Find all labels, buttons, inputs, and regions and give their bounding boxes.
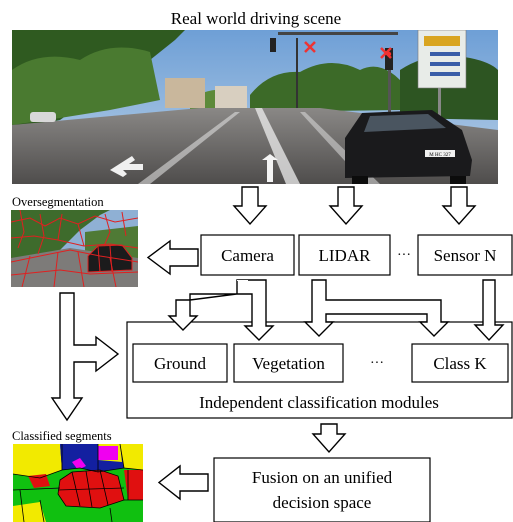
fusion-box: Fusion on an unified decision space [213,457,431,522]
lidar-label: LIDAR [319,246,372,265]
classified-title: Classified segments [12,429,112,443]
ground-box: Ground [132,343,228,383]
fusion-line2: decision space [273,493,372,512]
sensorn-branch-arrow [473,279,505,342]
camera-box: Camera [200,234,295,276]
scene-to-sensorn-arrow [441,186,477,226]
oversegmentation-image [11,210,138,287]
fusion-line1: Fusion on an unified [252,468,393,487]
scene-to-camera-arrow [232,186,268,226]
camera-branch-arrows [167,279,275,341]
oversegmentation-title: Oversegmentation [12,195,104,209]
driving-scene-image: M HC 327 [12,30,498,184]
modules-to-fusion-arrow [311,423,347,454]
modules-label: Independent classification modules [199,393,439,412]
classified-segments-image [13,444,143,522]
class-k-box: Class K [411,343,509,383]
sensor-ellipsis: ··· [397,248,411,263]
sensor-n-label: Sensor N [434,246,497,265]
class-k-label: Class K [433,354,487,373]
camera-label: Camera [221,246,274,265]
class-ellipsis: ··· [370,356,384,371]
scene-title: Real world driving scene [171,9,341,28]
fusion-to-classified-arrow [157,464,209,501]
vegetation-label: Vegetation [252,354,325,373]
vegetation-box: Vegetation [233,343,344,383]
car-plate: M HC 327 [429,153,451,158]
ground-label: Ground [154,354,206,373]
scene-to-lidar-arrow [328,186,364,226]
lidar-box: LIDAR [298,234,391,276]
sensor-n-box: Sensor N [417,234,513,276]
lidar-branch-arrows [303,279,450,337]
camera-to-overseg-arrow [146,239,199,276]
overseg-branch-arrows [50,292,120,422]
